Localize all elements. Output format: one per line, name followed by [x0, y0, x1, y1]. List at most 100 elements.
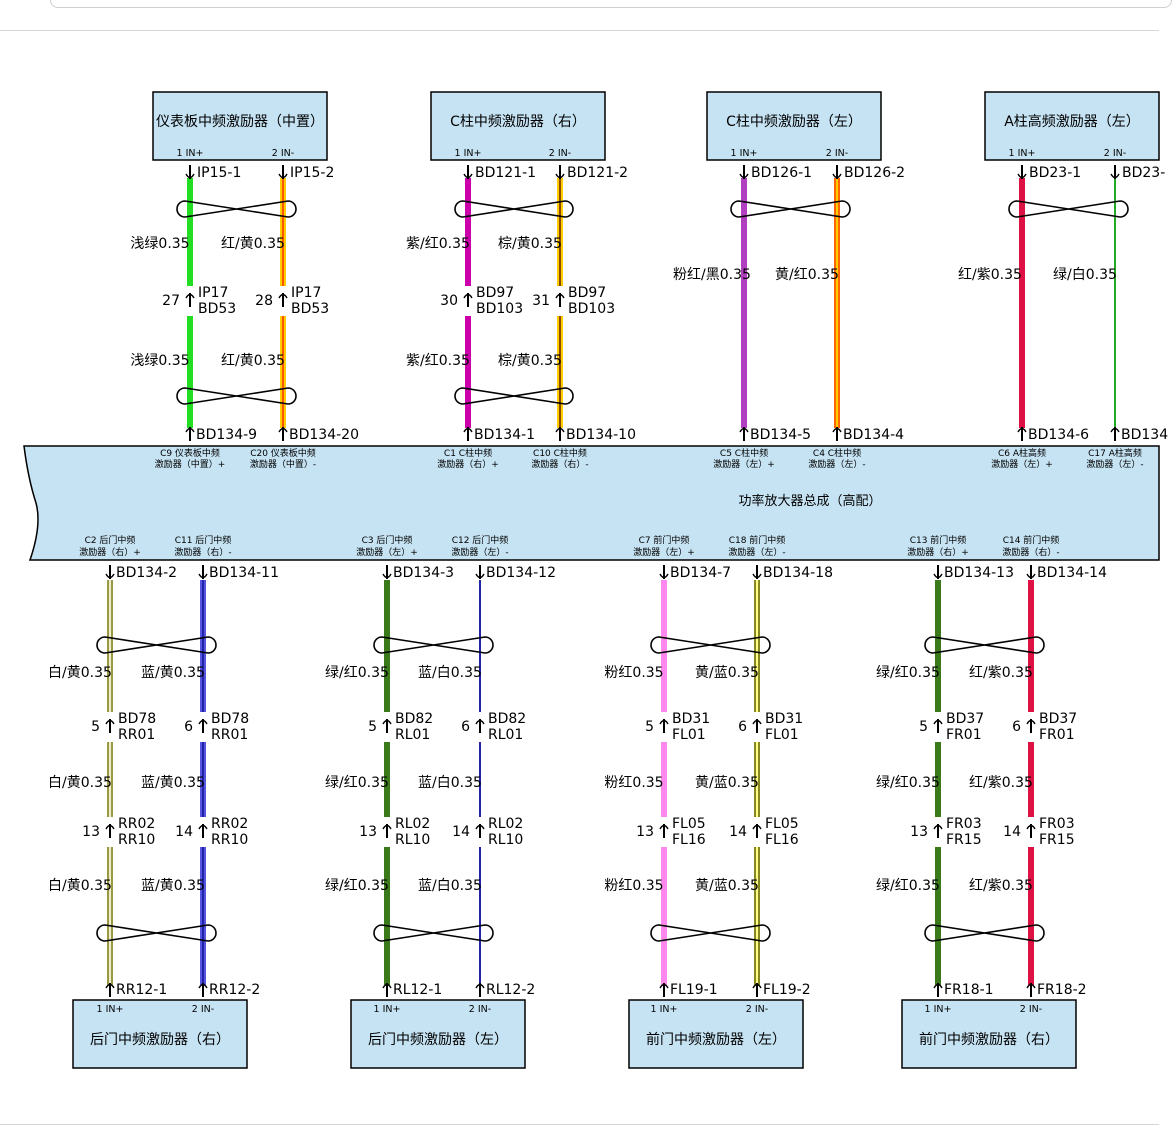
device-connector-label: FL19-1: [670, 982, 718, 998]
label-bg: [151, 875, 199, 893]
device-pin-label: 1 IN+: [925, 1004, 952, 1015]
amp-connector-pin: [105, 565, 115, 579]
device-connector-label: BD121-2: [567, 165, 628, 181]
wire-label: 粉红0.35: [604, 665, 663, 681]
amp-pin-label: C1 C柱中频: [444, 447, 492, 459]
wire-label: 绿/红0.35: [325, 665, 389, 681]
amp-connector-label: BD134-5: [750, 427, 811, 443]
wire-label: 蓝/白0.35: [418, 878, 482, 894]
wire-positive: [107, 580, 113, 985]
amp-pin-label: C5 C柱中频: [720, 447, 768, 459]
inline-connector-label: RL02: [395, 816, 430, 832]
wire-negative: [200, 580, 206, 985]
device-connector-label: BD126-2: [844, 165, 905, 181]
amp-connector-pin: [475, 565, 485, 579]
wire-negative: [1112, 178, 1118, 428]
inline-connector-label: BD37: [946, 711, 984, 727]
wire-label: 粉红/黑0.35: [673, 267, 751, 283]
inline-pin-number: 14: [452, 824, 470, 840]
amp-pin-label: 激励器（左）-: [451, 546, 508, 558]
twisted-pair-symbol: [1008, 200, 1129, 218]
bottom-divider: [0, 1124, 1159, 1125]
wire-label: 黄/红0.35: [775, 266, 839, 283]
amp-connector-label: BD134-9: [196, 427, 257, 443]
amp-connector-pin: [752, 565, 762, 579]
amp-connector-pin: [1017, 427, 1027, 441]
inline-pin-number: 5: [368, 719, 377, 735]
device-title: 后门中频激励器（左）: [368, 1031, 508, 1048]
wire-label: 红/紫0.35: [969, 775, 1033, 791]
inline-connector-label: FL01: [672, 727, 706, 743]
inline-connector-label: RL10: [488, 832, 523, 848]
label-bg: [1063, 264, 1111, 282]
wire-label: 蓝/黄0.35: [141, 774, 205, 791]
label-bg: [960, 264, 1016, 282]
amp-connector-pin: [382, 565, 392, 579]
inline-connector-label: FR15: [946, 832, 982, 848]
inline-connector-label: RL02: [488, 816, 523, 832]
amp-pin-label: 激励器（右）-: [174, 546, 231, 558]
inline-connector-pin: [382, 824, 392, 838]
device-connector-pin: [185, 165, 195, 179]
device-pin-label: 2 IN-: [192, 1004, 214, 1015]
inline-connector-label: RR10: [118, 832, 155, 848]
amp-connector-pin: [185, 427, 195, 441]
label-bg: [886, 772, 934, 790]
inline-connector-pin: [198, 719, 208, 733]
amp-pin-label: 激励器（中置）+: [155, 458, 226, 470]
inline-connector-pin: [555, 293, 565, 307]
inline-pin-number: 14: [1003, 824, 1021, 840]
inline-connector-label: BD97: [476, 285, 514, 301]
inline-connector-pin: [382, 719, 392, 733]
label-bg: [335, 875, 383, 893]
amp-connector-pin: [832, 427, 842, 441]
twisted-pair-symbol: [454, 387, 574, 405]
inline-connector-label: BD53: [291, 301, 329, 317]
inline-connector-label: BD37: [1039, 711, 1077, 727]
inline-connector-label: FL16: [672, 832, 706, 848]
amp-connector-label: BD134-20: [289, 427, 359, 443]
device-pin-label: 2 IN-: [549, 148, 571, 159]
inline-connector-label: FR15: [1039, 832, 1075, 848]
amp-pin-label: C14 前门中频: [1003, 534, 1060, 546]
device-connector-pin: [1017, 165, 1027, 179]
device-pin-label: 1 IN+: [177, 148, 204, 159]
label-bg: [231, 350, 279, 368]
amp-pin-label: 激励器（左）-: [728, 546, 785, 558]
inline-connector-pin: [1026, 824, 1036, 838]
inline-connector-label: BD103: [568, 301, 615, 317]
amp-pin-label: 激励器（左）+: [356, 546, 418, 558]
wire-positive: [384, 580, 390, 985]
inline-pin-number: 30: [440, 293, 458, 309]
amp-pin-label: 激励器（左）+: [713, 458, 775, 470]
device-connector-pin: [752, 983, 762, 997]
label-bg: [508, 350, 556, 368]
inline-pin-number: 31: [532, 293, 550, 309]
inline-connector-label: RL01: [395, 727, 430, 743]
inline-connector-label: RL01: [488, 727, 523, 743]
device-pin-label: 2 IN-: [1020, 1004, 1042, 1015]
inline-connector-pin: [105, 719, 115, 733]
inline-connector-label: IP17: [198, 285, 228, 301]
wire-stripe: [836, 178, 838, 428]
device-connector-label: FL19-2: [763, 982, 811, 998]
inline-pin-number: 5: [91, 719, 100, 735]
wire-body: [935, 580, 941, 985]
inline-connector-label: RR01: [118, 727, 155, 743]
device-box: [72, 999, 248, 1069]
device-connector-label: RR12-1: [116, 982, 167, 998]
inline-connector-label: RR02: [211, 816, 248, 832]
label-bg: [428, 772, 476, 790]
inline-connector-pin: [185, 293, 195, 307]
device-box: [984, 91, 1160, 161]
label-bg: [335, 772, 383, 790]
inline-pin-number: 6: [1012, 719, 1021, 735]
inline-pin-number: 13: [359, 824, 377, 840]
wire-label: 粉红0.35: [604, 775, 663, 791]
wire-label: 粉红0.35: [604, 878, 663, 894]
device-connector-pin: [475, 983, 485, 997]
wire-label: 黄/蓝0.35: [695, 877, 759, 894]
amp-connector-pin: [739, 427, 749, 441]
